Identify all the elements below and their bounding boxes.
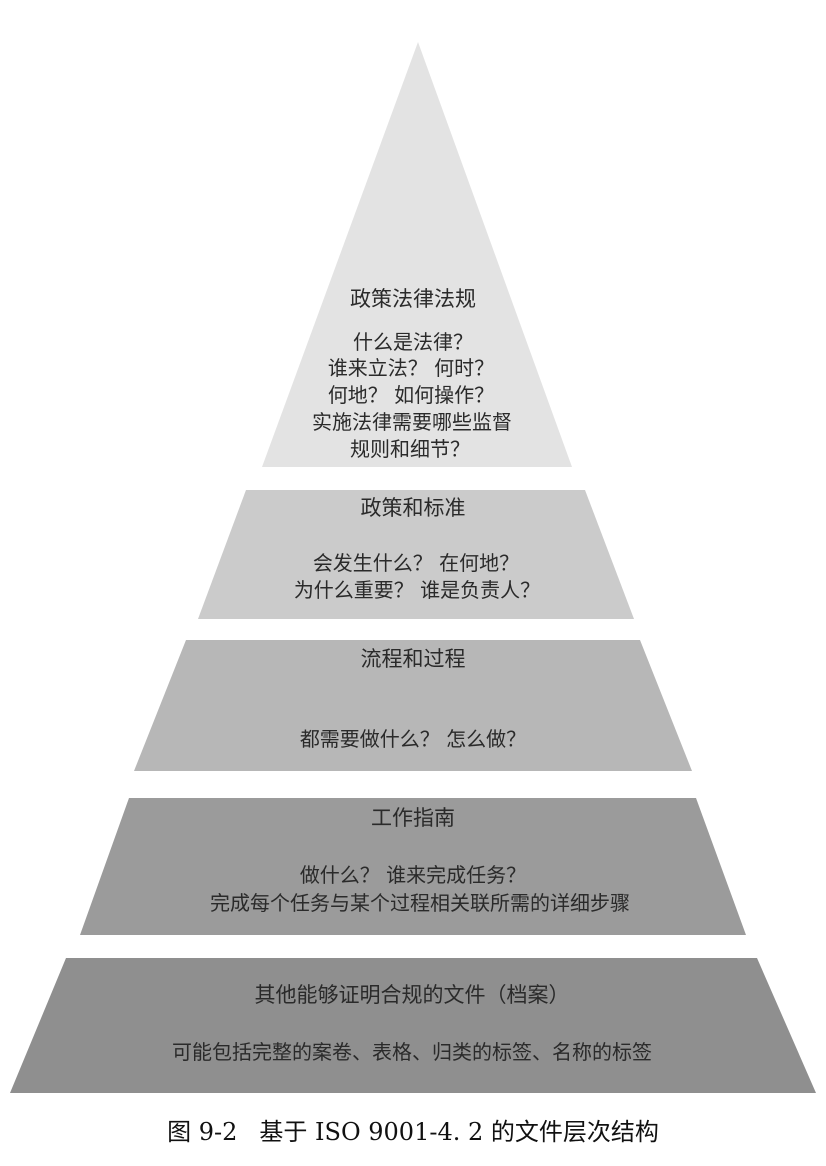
tier-3-heading: 流程和过程 [361,647,466,671]
tier-5-shape [10,958,816,1093]
tier-3-line: 都需要做什么？ 怎么做？ [300,727,526,751]
tier-work-instructions: 工作指南 做什么？ 谁来完成任务？ 完成每个任务与某个过程相关联所需的详细步骤 [80,798,746,935]
tier-1-line: 谁来立法？ 何时？ [328,356,494,380]
tier-procedures-processes: 流程和过程 都需要做什么？ 怎么做？ [134,640,692,771]
tier-1-line: 规则和细节？ [350,437,470,461]
tier-4-heading: 工作指南 [371,806,455,830]
tier-2-line: 会发生什么？ 在何地？ [313,551,519,575]
tier-5-heading: 其他能够证明合规的文件（档案） [255,983,570,1007]
figure-caption: 图 9-2 基于 ISO 9001-4. 2 的文件层次结构 [0,1112,826,1147]
tier-policies-standards: 政策和标准 会发生什么？ 在何地？ 为什么重要？ 谁是负责人？ [198,490,634,619]
tier-1-line: 实施法律需要哪些监督 [312,410,512,434]
tier-4-line: 做什么？ 谁来完成任务？ [300,863,526,887]
tier-1-line: 什么是法律？ [353,330,473,354]
tier-2-heading: 政策和标准 [361,496,466,520]
tier-5-line: 可能包括完整的案卷、表格、归类的标签、名称的标签 [172,1040,652,1064]
tier-1-line: 何地？ 如何操作？ [328,383,494,407]
tier-3-shape [134,640,692,771]
figure-title: 基于 ISO 9001-4. 2 的文件层次结构 [259,1118,659,1146]
tier-2-line: 为什么重要？ 谁是负责人？ [294,578,540,602]
tier-laws-regulations: 政策法律法规 什么是法律？ 谁来立法？ 何时？ 何地？ 如何操作？ 实施法律需要… [262,42,572,467]
tier-compliance-records: 其他能够证明合规的文件（档案） 可能包括完整的案卷、表格、归类的标签、名称的标签 [10,958,816,1093]
tier-1-shape [262,42,572,467]
tier-2-shape [198,490,634,619]
tier-4-line: 完成每个任务与某个过程相关联所需的详细步骤 [210,891,630,915]
figure-number: 图 9-2 [167,1118,238,1146]
tier-1-heading: 政策法律法规 [350,287,476,311]
tier-4-shape [80,798,746,935]
